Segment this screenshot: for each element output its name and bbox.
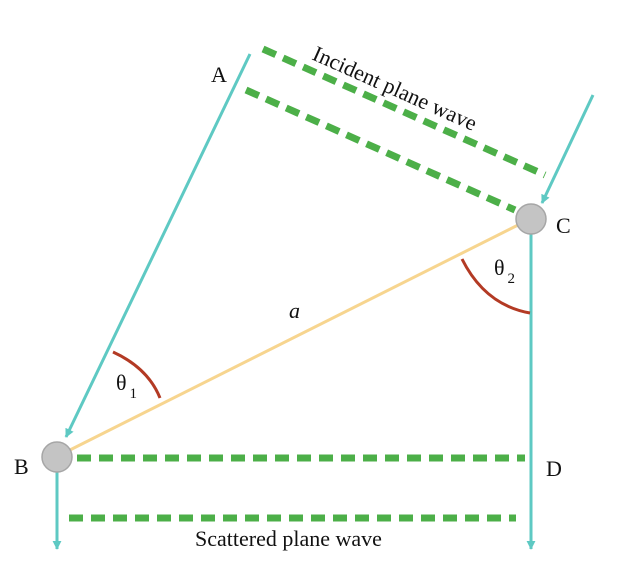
label-point-d: D (546, 456, 562, 481)
label-theta1-symbol: θ (116, 370, 127, 395)
separation-line (57, 217, 531, 458)
theta2-arc (460, 258, 531, 315)
incident-ray-to-c (540, 94, 595, 204)
label-theta2-subscript: 2 (508, 271, 516, 287)
caption-incident-plane-wave: Incident plane wave (309, 41, 481, 136)
incident-wavefront-upper (261, 45, 547, 179)
incident-ray-a-to-b (64, 53, 252, 438)
atom-b (41, 441, 73, 473)
label-distance-a: a (289, 298, 300, 323)
atom-c (515, 203, 547, 235)
incident-wavefront-lower (244, 86, 517, 214)
label-point-c: C (556, 213, 571, 238)
label-point-b: B (14, 454, 29, 479)
label-point-a: A (211, 62, 227, 87)
caption-scattered-plane-wave: Scattered plane wave (195, 526, 382, 551)
label-theta2-symbol: θ (494, 255, 505, 280)
label-theta1-subscript: 1 (130, 386, 138, 402)
theta1-arc (112, 350, 162, 399)
